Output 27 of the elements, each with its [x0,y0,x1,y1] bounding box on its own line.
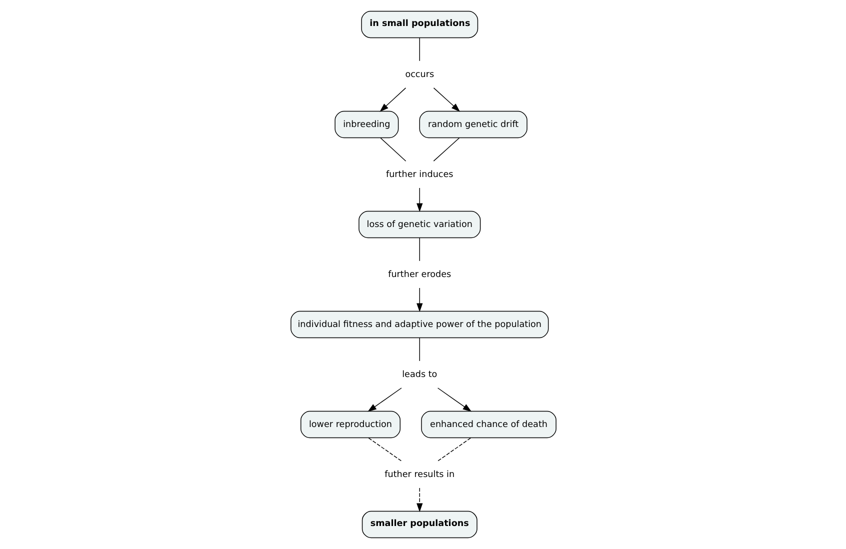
arrow [367,388,402,412]
node-box: in small populations [360,10,478,38]
node-text: leads to [402,370,437,380]
node-text: further erodes [388,270,451,280]
node-box: enhanced chance of death [420,410,556,438]
node-text: futher results in [384,470,454,480]
node-box: lower reproduction [300,410,400,438]
arrow [416,288,422,312]
node-box: inbreeding [334,110,398,138]
connector [418,338,420,362]
arrow [416,488,422,512]
arrow [432,88,460,112]
node-box: individual fitness and adaptive power of the population [290,310,548,338]
connector [418,238,420,262]
arrow [416,188,422,212]
connector [380,138,406,162]
node-box: smaller populations [361,510,477,538]
connector [418,38,420,62]
connector [368,438,402,462]
connector [436,438,470,462]
node-box: random genetic drift [418,110,527,138]
node-box: loss of genetic variation [358,210,480,238]
connector [432,138,460,162]
arrow [436,388,472,412]
node-text: occurs [404,70,434,80]
node-text: further induces [386,170,453,180]
arrow [379,88,406,112]
